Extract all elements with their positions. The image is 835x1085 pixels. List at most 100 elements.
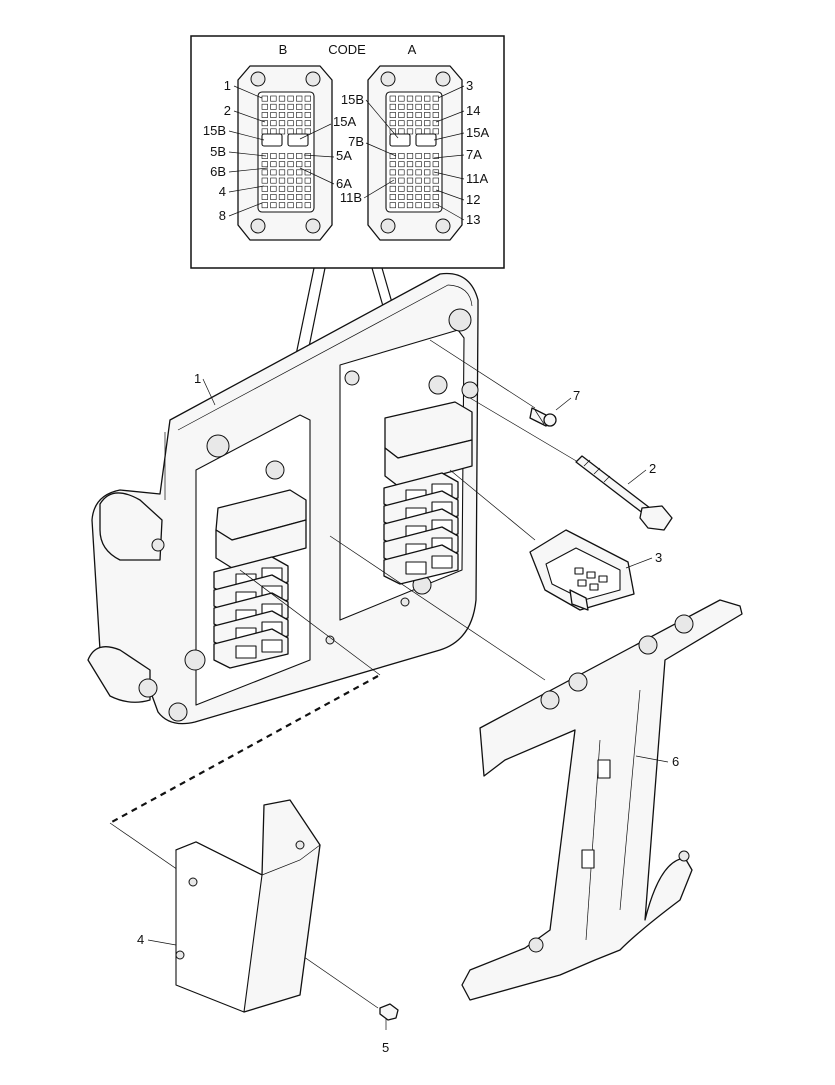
pin-cell	[406, 153, 414, 159]
pin-label-b-8: 8	[219, 208, 226, 223]
pin-cell	[270, 169, 277, 176]
pin-cell	[296, 185, 303, 192]
pin-label-b-6a: 6A	[336, 176, 352, 191]
pin-cell	[278, 202, 286, 209]
pin-cell	[389, 95, 396, 102]
pin-cell	[398, 194, 405, 200]
pin-cell	[270, 112, 277, 118]
pin-cell	[424, 169, 431, 176]
pin-cell	[398, 95, 405, 102]
pin-cell	[278, 128, 286, 135]
connector-a-face	[367, 65, 463, 241]
pin-cell	[398, 153, 405, 159]
pin-cell	[424, 103, 431, 110]
pin-cell	[389, 153, 396, 159]
pin-cell	[296, 194, 303, 200]
callouts: 1 2 3 4 5 6 7	[137, 371, 679, 1055]
pin-cell	[415, 202, 422, 209]
pin-cell	[287, 169, 294, 176]
pin-cell	[398, 185, 405, 192]
pin-cell	[389, 112, 396, 118]
pin-cell	[415, 95, 422, 102]
pin-cell	[270, 103, 277, 110]
pin-cell	[406, 95, 414, 102]
pin-cell	[304, 103, 311, 110]
pin-cell	[296, 153, 303, 159]
callout-3: 3	[655, 550, 662, 565]
pin-cell	[389, 103, 396, 110]
pin-cell	[304, 120, 311, 127]
pin-cell	[270, 202, 277, 209]
pin-label-b-1: 1	[224, 78, 231, 93]
pin-cell	[287, 95, 294, 102]
inset-header-b: B	[279, 42, 288, 57]
pin-cell	[270, 194, 277, 200]
pin-label-b-4: 4	[219, 184, 226, 199]
pin-label-b-5a: 5A	[336, 148, 352, 163]
bracket-6	[461, 599, 743, 1001]
pin-cell	[304, 112, 311, 118]
pin-cell	[278, 177, 286, 184]
pin-cell	[261, 161, 268, 168]
pin-cell	[270, 95, 277, 102]
pin-label-b-2: 2	[224, 103, 231, 118]
pin-label-a-13: 13	[466, 212, 480, 227]
pin-cell	[406, 120, 414, 127]
pin-cell	[415, 128, 422, 135]
pin-cell	[415, 153, 422, 159]
pin-cell	[432, 103, 439, 110]
pin-cell	[296, 161, 303, 168]
pin-cell	[261, 202, 268, 209]
pin-cell	[261, 194, 268, 200]
pin-label-b-5b: 5B	[210, 144, 226, 159]
pin-cell	[287, 161, 294, 168]
pin-cell	[304, 202, 311, 209]
pin-cell	[389, 161, 396, 168]
pin-label-b-15a: 15A	[333, 114, 356, 129]
pin-cell	[432, 120, 439, 127]
pin-label-a-15b: 15B	[341, 92, 364, 107]
pin-cell	[287, 194, 294, 200]
pin-cell	[270, 185, 277, 192]
pin-cell	[304, 185, 311, 192]
connector-b-face	[237, 65, 333, 241]
pin-cell	[261, 120, 268, 127]
pin-cell	[296, 169, 303, 176]
pin-cell	[432, 153, 439, 159]
pin-cell	[424, 177, 431, 184]
pin-cell	[304, 194, 311, 200]
pin-cell	[389, 202, 396, 209]
pin-cell	[304, 161, 311, 168]
pin-cell	[278, 95, 286, 102]
pin-cell	[278, 120, 286, 127]
pin-cell	[287, 120, 294, 127]
pin-cell	[261, 112, 268, 118]
connector-socket	[405, 561, 427, 575]
pin-label-a-11a: 11A	[466, 171, 488, 186]
inset-header-a: A	[408, 42, 417, 57]
pin-cell	[389, 185, 396, 192]
pin-cell	[304, 177, 311, 184]
callout-5: 5	[382, 1040, 389, 1055]
pin-label-a-7b: 7B	[348, 134, 364, 149]
pin-cell	[432, 177, 439, 184]
pin-cell	[424, 112, 431, 118]
pin-cell	[406, 128, 414, 135]
pin-cell	[296, 103, 303, 110]
pin-cell	[278, 112, 286, 118]
pin-cell	[406, 202, 414, 209]
pin-cell	[424, 128, 431, 135]
pin-cell	[278, 185, 286, 192]
pin-cell	[304, 153, 311, 159]
pin-cell	[406, 112, 414, 118]
pin-cell	[261, 103, 268, 110]
pin-cell	[270, 161, 277, 168]
connector-block-b	[213, 489, 307, 669]
pin-cell	[287, 153, 294, 159]
screw-7	[529, 407, 557, 427]
pin-cell	[398, 169, 405, 176]
pin-cell	[432, 161, 439, 168]
pin-cell	[287, 103, 294, 110]
pin-cell	[432, 185, 439, 192]
